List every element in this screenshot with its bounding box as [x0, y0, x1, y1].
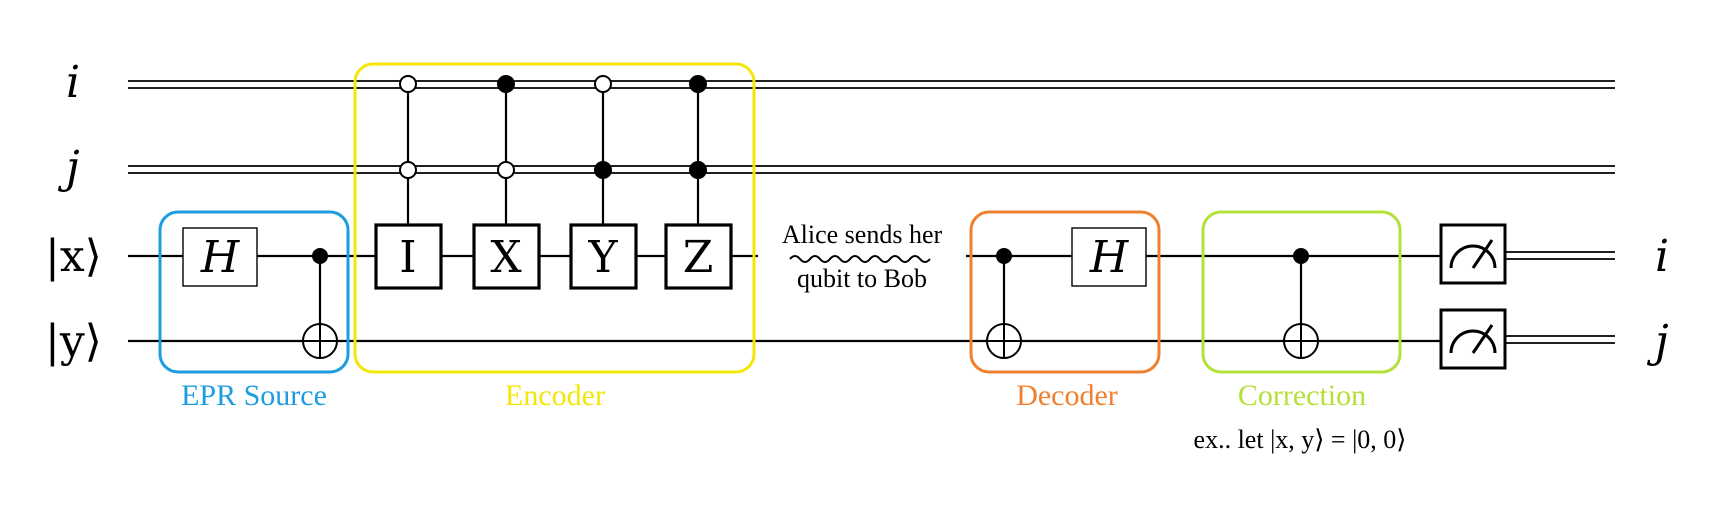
epr-source-label: EPR Source	[181, 379, 327, 412]
hadamard-label-epr: H	[200, 232, 241, 283]
channel-label-backdrop	[758, 218, 966, 298]
output-label-j: j	[1646, 316, 1669, 367]
hadamard-gate-epr	[182, 227, 258, 287]
channel-squiggle	[789, 255, 931, 263]
cnot-target-decoder	[986, 323, 1022, 359]
wire-label-j: j	[57, 142, 80, 193]
gate-Z	[664, 223, 733, 290]
encoder-control-Y-j	[594, 161, 612, 179]
cnot-target-epr	[302, 323, 338, 359]
classical-output-i	[1505, 251, 1615, 260]
encoder-control-Z-i	[689, 75, 707, 93]
cnot-control-epr	[312, 248, 328, 264]
encoder-label: Encoder	[505, 379, 605, 412]
encoder-control-I-j	[399, 161, 417, 179]
gate-I-label: I	[399, 232, 416, 283]
cnot-control-decoder	[996, 248, 1012, 264]
decoder-label: Decoder	[1016, 379, 1118, 412]
wire-label-y: |y⟩	[45, 316, 102, 367]
classical-wire-j	[128, 165, 1615, 174]
cnot-control-correction	[1293, 248, 1309, 264]
correction-box	[1201, 210, 1402, 374]
correction-label: Correction	[1238, 379, 1366, 412]
encoder-box	[353, 62, 756, 374]
decoder-box	[969, 210, 1161, 374]
wire-label-i: i	[66, 57, 80, 108]
wire-label-x: |x⟩	[45, 231, 102, 282]
channel-label-line1: Alice sends her	[782, 220, 943, 249]
gate-Z-label: Z	[683, 232, 714, 283]
measurement-meter-x	[1439, 223, 1507, 285]
encoder-control-X-j	[497, 161, 515, 179]
encoder-control-Y-i	[594, 75, 612, 93]
hadamard-gate-decoder	[1071, 227, 1147, 287]
classical-output-j	[1505, 335, 1615, 344]
example-note: ex.. let |x, y⟩ = |0, 0⟩	[1194, 425, 1407, 454]
classical-wire-i	[128, 80, 1615, 89]
encoder-control-Z-j	[689, 161, 707, 179]
epr-source-box	[158, 210, 350, 374]
channel-label-line2: qubit to Bob	[797, 264, 927, 293]
gate-Y-label: Y	[587, 232, 618, 283]
encoder-control-I-i	[399, 75, 417, 93]
gate-I	[374, 223, 443, 290]
gate-X	[472, 223, 541, 290]
encoder-control-X-i	[497, 75, 515, 93]
output-label-i: i	[1655, 231, 1669, 282]
hadamard-label-decoder: H	[1089, 232, 1130, 283]
gate-Y	[569, 223, 638, 290]
gate-X-label: X	[490, 232, 522, 283]
measurement-meter-y	[1439, 308, 1507, 370]
cnot-target-correction	[1283, 323, 1319, 359]
